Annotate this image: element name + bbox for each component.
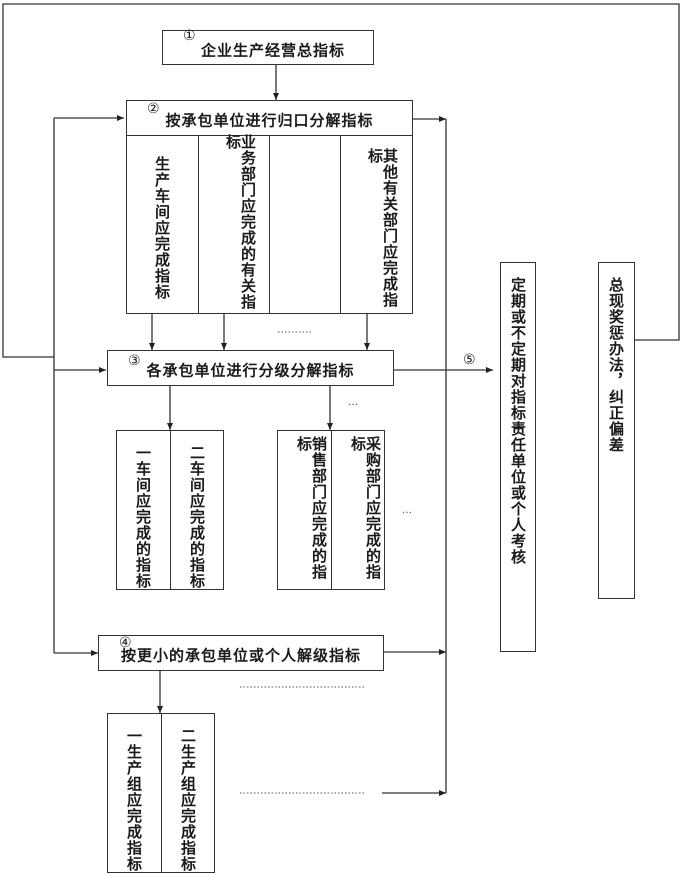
reward-label: 总现奖惩办法，纠正偏差: [607, 277, 625, 453]
step3-group-a: 一车间应完成的指标 二车间应完成的指标: [116, 430, 224, 590]
step4-groups: 一生产组应完成指标 二生产组应完成指标: [107, 713, 215, 873]
step4-number: ④: [119, 635, 132, 651]
step4-group2: 二生产组应完成指标: [179, 728, 197, 872]
step5-number: ⑤: [463, 352, 476, 368]
step2-col-other: 其他有关部门应完成指标: [366, 148, 399, 308]
group-a-workshop2: 二车间应完成的指标: [188, 445, 206, 589]
step1-number: ①: [183, 28, 196, 44]
step2-col-production: 生产车间应完成指标: [153, 156, 171, 300]
step2-box: ② 按承包单位进行归口分解指标: [126, 100, 413, 136]
step4-group1: 一生产组应完成指标: [125, 728, 143, 872]
step3-ellipsis-side: …: [402, 505, 413, 516]
step3-ellipsis-top: …: [348, 397, 359, 408]
step3-group-b: 销售部门应完成的指标 采购部门应完成的指标: [277, 430, 385, 590]
column-divider: [340, 136, 341, 313]
step2-number: ②: [147, 101, 160, 117]
step3-label: 各承包单位进行分级分解指标: [146, 361, 355, 380]
step4-box: ④ 按更小的承包单位或个人解级指标: [98, 635, 384, 671]
column-divider: [170, 431, 171, 589]
step1-box: ① 企业生产经营总指标: [162, 28, 374, 65]
step1-label: 企业生产经营总指标: [200, 41, 345, 60]
step2-label: 按承包单位进行归口分解指标: [165, 111, 374, 130]
step5-label: 定期或不定期对指标责任单位或个人考核: [509, 277, 527, 565]
reward-box: 总现奖惩办法，纠正偏差: [598, 262, 635, 599]
step5-box: 定期或不定期对指标责任单位或个人考核: [500, 262, 536, 652]
group-a-workshop1: 一车间应完成的指标: [134, 445, 152, 589]
outer-feedback-line: [2, 3, 680, 358]
group-b-purchasing: 采购部门应完成的指标: [349, 436, 382, 580]
column-divider: [198, 136, 199, 313]
step2-col-business: 业务部门应完成的有关指标: [224, 134, 257, 310]
step4-label: 按更小的承包单位或个人解级指标: [120, 646, 361, 665]
step3-number: ③: [128, 353, 141, 369]
column-divider: [269, 136, 270, 313]
step2-columns: 生产车间应完成指标 业务部门应完成的有关指标 其他有关部门应完成指标: [126, 134, 413, 314]
column-divider: [161, 714, 162, 872]
step3-box: ③ 各承包单位进行分级分解指标: [107, 350, 394, 386]
group-b-sales: 销售部门应完成的指标: [295, 436, 328, 580]
column-divider: [331, 431, 332, 589]
